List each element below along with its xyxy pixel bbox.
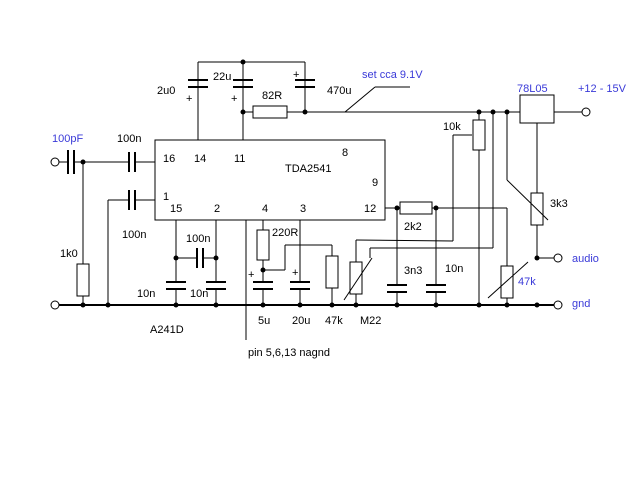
label-pin-note: pin 5,6,13 nagnd xyxy=(248,347,330,359)
ic-name: TDA2541 xyxy=(285,163,331,175)
label-1k0: 1k0 xyxy=(60,248,78,260)
junction-dot xyxy=(504,109,510,115)
junction-dot xyxy=(297,302,303,308)
label-3k3: 3k3 xyxy=(550,198,568,210)
pin-label: 3 xyxy=(300,203,306,215)
supply-terminal xyxy=(581,107,591,117)
junction-dot xyxy=(476,302,482,308)
input-ground-terminal xyxy=(50,300,60,310)
trimpot-10k xyxy=(472,119,486,151)
junction-dot xyxy=(394,205,400,211)
junction-dot xyxy=(213,302,219,308)
polarity-mark: + xyxy=(293,69,299,81)
junction-dot xyxy=(433,302,439,308)
label-100pf: 100pF xyxy=(52,133,83,145)
resistor-220r xyxy=(256,229,270,261)
label-set-voltage: set cca 9.1V xyxy=(362,69,423,81)
label-47k: 47k xyxy=(518,276,536,288)
pin-label: 4 xyxy=(262,203,268,215)
audio-terminal xyxy=(553,253,563,263)
polarity-mark: + xyxy=(231,93,237,105)
set-pointer-a xyxy=(344,86,376,113)
label-10n: 10n xyxy=(445,263,463,275)
polarity-mark: + xyxy=(292,267,298,279)
polarity-mark: + xyxy=(248,269,254,281)
pin-label: 15 xyxy=(170,203,182,215)
pin-label: 12 xyxy=(364,203,376,215)
wire-3k3-wiper-b xyxy=(506,179,549,221)
pin-label: 8 xyxy=(342,147,348,159)
label-82r: 82R xyxy=(262,90,282,102)
ic-body xyxy=(154,139,386,221)
label-20u: 20u xyxy=(292,315,310,327)
junction-dot xyxy=(534,302,540,308)
pin-label: 14 xyxy=(194,153,206,165)
label-2k2: 2k2 xyxy=(404,221,422,233)
junction-dot xyxy=(105,302,111,308)
label-10n: 10n xyxy=(190,288,208,300)
resistor-2k2 xyxy=(399,201,433,215)
junction-dot xyxy=(490,109,496,115)
pin-label: 16 xyxy=(163,153,175,165)
label-100n-c: 100n xyxy=(186,233,210,245)
regulator-78l05 xyxy=(519,94,555,124)
label-470u: 470u xyxy=(327,85,351,97)
junction-dot xyxy=(240,109,246,115)
label-10n: 10n xyxy=(137,288,155,300)
label-78l05: 78L05 xyxy=(517,83,548,95)
wire-m22-to-10k xyxy=(355,239,454,242)
label-audio: audio xyxy=(572,253,599,265)
label-gnd: gnd xyxy=(572,298,590,310)
label-m22: M22 xyxy=(360,315,381,327)
junction-dot xyxy=(213,255,219,261)
junction-dot xyxy=(260,302,266,308)
label-a241d: A241D xyxy=(150,324,184,336)
junction-dot xyxy=(80,302,86,308)
label-100n-a: 100n xyxy=(117,133,141,145)
junction-dot xyxy=(173,302,179,308)
junction-dot xyxy=(504,302,510,308)
label-3n3: 3n3 xyxy=(404,265,422,277)
pin-label: 2 xyxy=(214,203,220,215)
polarity-mark: + xyxy=(186,93,192,105)
label-47k-b: 47k xyxy=(325,315,343,327)
resistor-47k-b xyxy=(325,255,339,289)
label-22u: 22u xyxy=(213,71,231,83)
junction-dot xyxy=(329,302,335,308)
label-100n-b: 100n xyxy=(122,229,146,241)
label-2u0: 2u0 xyxy=(157,85,175,97)
pin-label: 9 xyxy=(372,177,378,189)
junction-dot xyxy=(240,59,246,65)
junction-dot xyxy=(260,267,266,273)
pin-label: 1 xyxy=(163,191,169,203)
junction-dot xyxy=(173,255,179,261)
pot-47k-a xyxy=(500,265,514,299)
gnd-terminal xyxy=(553,300,563,310)
junction-dot xyxy=(534,255,540,261)
junction-dot xyxy=(476,109,482,115)
junction-dot xyxy=(302,109,308,115)
pot-m22-arrow xyxy=(343,257,373,301)
junction-dot xyxy=(433,205,439,211)
pot-47k-arrow xyxy=(487,261,529,299)
resistor-82r xyxy=(252,105,288,119)
label-supply: +12 - 15V xyxy=(578,83,627,95)
input-terminal xyxy=(50,157,60,167)
label-10k: 10k xyxy=(443,121,461,133)
junction-dot xyxy=(353,302,359,308)
label-220r: 220R xyxy=(272,227,298,239)
label-5u: 5u xyxy=(258,315,270,327)
pin-label: 11 xyxy=(234,153,245,165)
junction-dot xyxy=(80,159,86,165)
junction-dot xyxy=(394,302,400,308)
resistor-1k0 xyxy=(76,263,90,297)
